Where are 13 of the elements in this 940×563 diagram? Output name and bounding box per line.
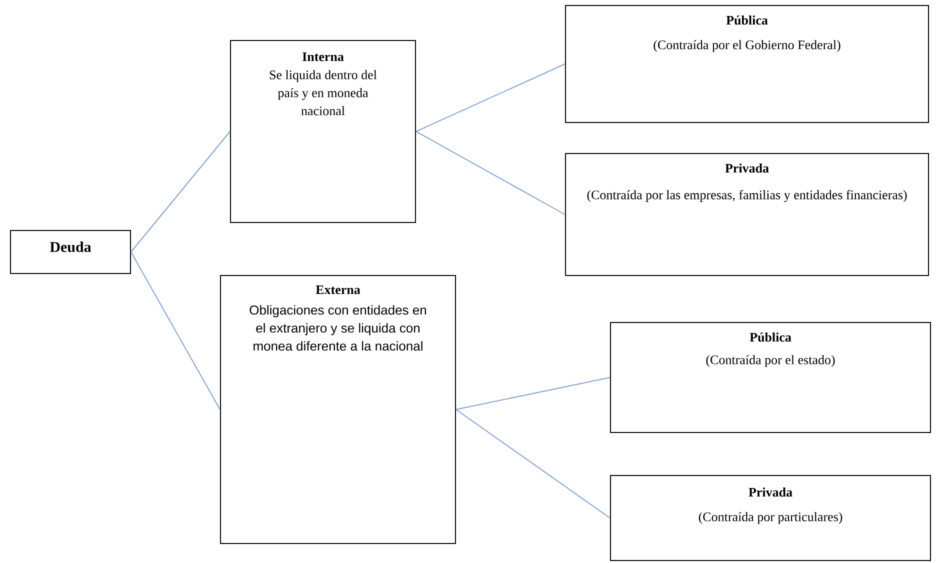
connector-line (456, 377, 610, 410)
text-box: Privada (Contraída por las empresas, familias y entidades financieras) (565, 153, 929, 276)
connector-line (456, 409, 610, 518)
text-box: Externa Obligaciones con entidades en el extranjero y se liquida con monea diferente a la nacional (220, 275, 456, 544)
text-box: Deuda (10, 230, 131, 274)
connector-line (416, 64, 566, 132)
text-box: Interna Se liquida dentro del país y en moneda nacional (230, 40, 416, 223)
text-box: Pública (Contraída por el Gobierno Federal) (565, 5, 929, 123)
connector-line (416, 131, 566, 215)
connector-line (130, 131, 230, 252)
text-box: Privada (Contraída por particulares) (610, 475, 931, 561)
connector-line (130, 252, 220, 410)
text-box: Pública (Contraída por el estado) (610, 322, 931, 433)
